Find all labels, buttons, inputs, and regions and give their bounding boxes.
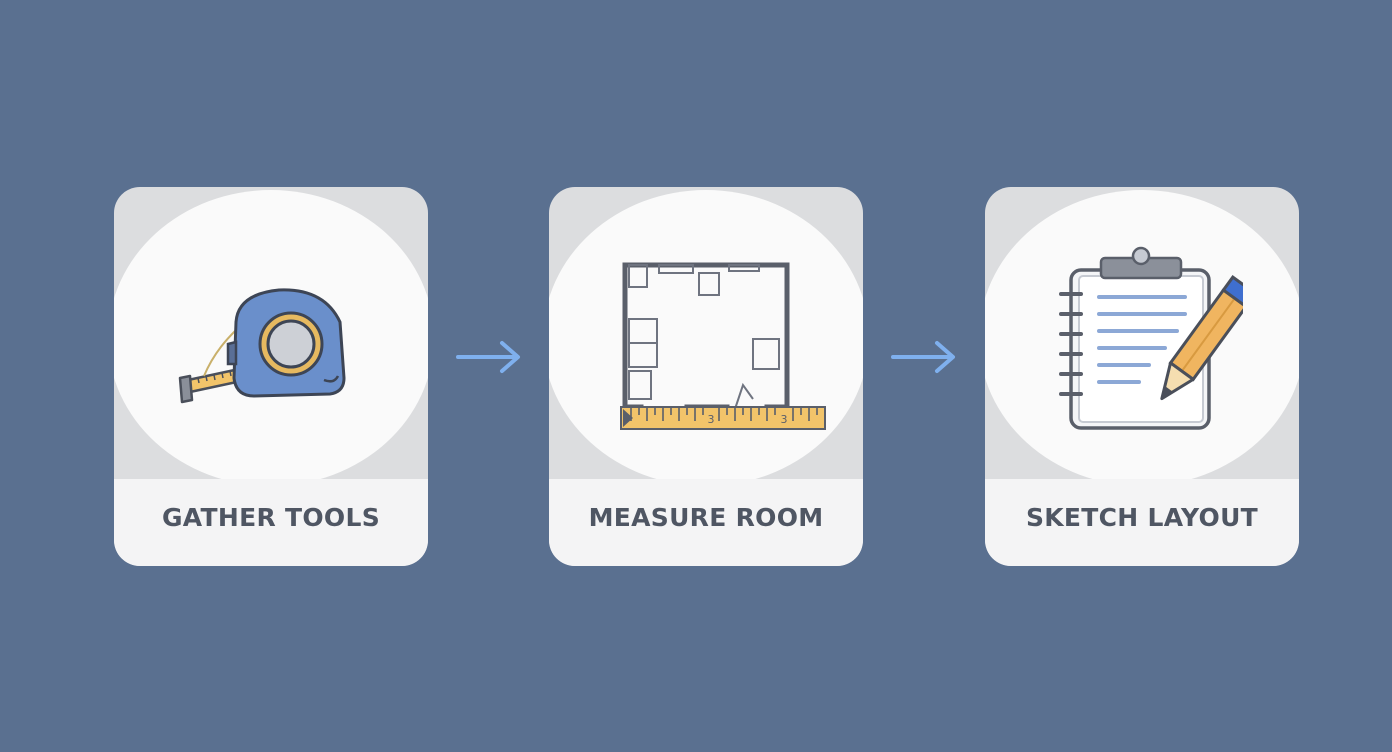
- ruler-mark: 3: [708, 413, 715, 426]
- tape-measure-icon: [178, 288, 346, 404]
- arrow-right-icon: [891, 341, 955, 373]
- arrow-right-icon: [456, 341, 520, 373]
- card-label-area: [114, 479, 428, 566]
- card-label-area: [549, 479, 863, 566]
- floor-plan-ruler-icon: 3 3: [620, 262, 826, 430]
- step-label: MEASURE ROOM: [588, 503, 824, 532]
- step-card-measure-room: 3 3 MEASURE ROOM: [549, 187, 863, 566]
- step-label: SKETCH LAYOUT: [1025, 503, 1259, 532]
- step-label: GATHER TOOLS: [161, 503, 381, 532]
- clipboard-pencil-icon: [1059, 246, 1243, 430]
- card-label-area: [985, 479, 1299, 566]
- step-card-sketch-layout: SKETCH LAYOUT: [985, 187, 1299, 566]
- step-card-gather-tools: GATHER TOOLS: [114, 187, 428, 566]
- ruler-mark: 3: [781, 413, 788, 426]
- icon-circle: [549, 190, 863, 486]
